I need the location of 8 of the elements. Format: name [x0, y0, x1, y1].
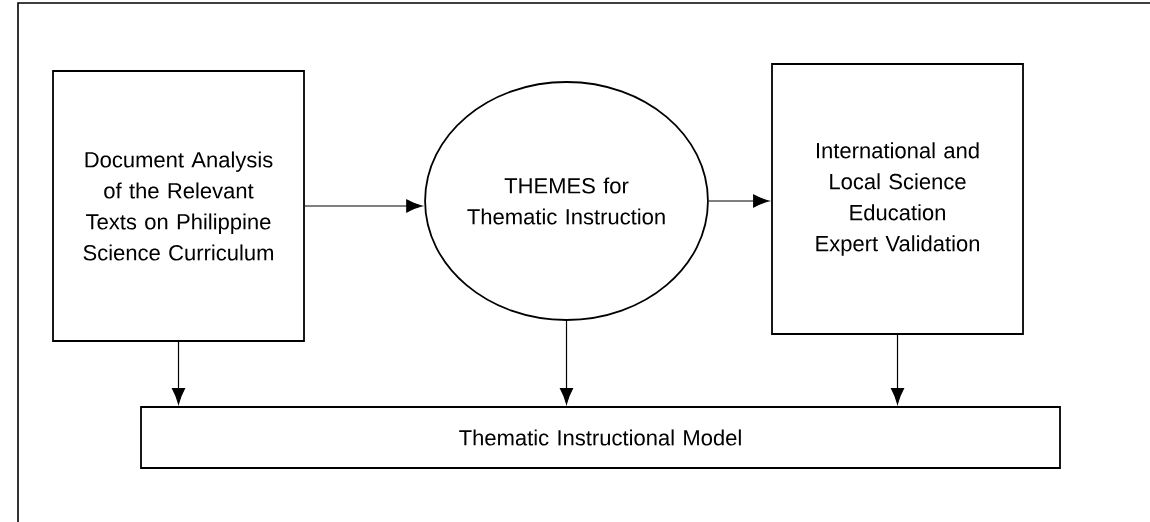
arrow	[171, 341, 186, 405]
arrow	[890, 334, 905, 405]
process-box: Thematic Instructional Model	[140, 406, 1061, 469]
process-box: Document Analysis of the Relevant Texts on Philippine Science Curriculum	[52, 70, 305, 342]
process-box: International and Local Science Education Expert Validation	[771, 63, 1024, 335]
arrow	[304, 199, 423, 213]
arrow	[708, 194, 770, 208]
arrow	[559, 320, 574, 405]
